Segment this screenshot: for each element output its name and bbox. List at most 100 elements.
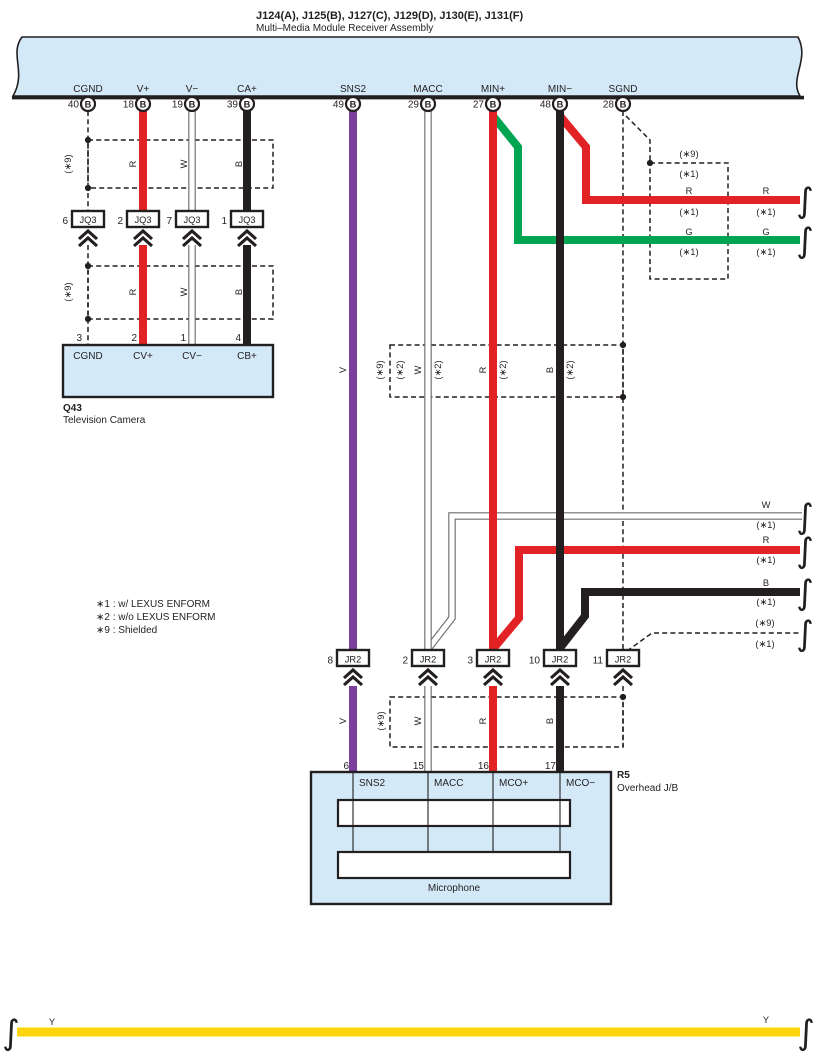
break-icon: ∫ xyxy=(797,1013,815,1053)
jr2-pin-number: 2 xyxy=(402,656,408,667)
break-icon: ∫ xyxy=(796,531,814,571)
camera-pin-number: 3 xyxy=(76,333,82,344)
right-top-wire-labels: (∗9) (∗1) R (∗1) G (∗1) R (∗1) G (∗1) xyxy=(679,149,775,257)
svg-text:W: W xyxy=(762,500,771,510)
break-icon: ∫ xyxy=(796,497,814,537)
receiver-assembly-banner xyxy=(11,36,803,97)
svg-text:R: R xyxy=(128,288,138,295)
camera-pin-name: CV+ xyxy=(133,351,153,362)
notes: ∗1 : w/ LEXUS ENFORM ∗2 : w/o LEXUS ENFO… xyxy=(96,599,216,636)
svg-text:W: W xyxy=(179,287,189,296)
svg-text:W: W xyxy=(179,159,189,168)
svg-text:(∗9): (∗9) xyxy=(375,360,385,379)
pin-name: CGND xyxy=(73,84,102,95)
svg-text:(∗1): (∗1) xyxy=(756,597,775,607)
jr2-label: JR2 xyxy=(552,655,569,665)
pin-name: MIN+ xyxy=(481,84,505,95)
jq3-pin-number: 7 xyxy=(166,216,172,227)
jr2-pin-number: 8 xyxy=(327,656,333,667)
pin-letter: B xyxy=(350,100,357,110)
jb-name: Overhead J/B xyxy=(617,783,678,794)
jq3-label: JQ3 xyxy=(238,215,255,225)
svg-text:(∗1): (∗1) xyxy=(756,555,775,565)
pin-name: CA+ xyxy=(237,84,257,95)
jq3-label: JQ3 xyxy=(134,215,151,225)
wire-branch-red-bottom xyxy=(489,546,800,652)
junction-dots xyxy=(84,136,654,701)
pin-number: 28 xyxy=(603,100,615,111)
jq3-pin-number: 6 xyxy=(62,216,68,227)
wire-branch-green xyxy=(489,113,800,244)
pin-number: 18 xyxy=(123,100,135,111)
pin-letter: B xyxy=(490,100,497,110)
break-icon: ∫ xyxy=(796,614,814,654)
wire-branch-red-top xyxy=(556,113,800,204)
chevron-up-icon xyxy=(342,667,634,687)
svg-text:(∗1): (∗1) xyxy=(679,207,698,217)
jr2-label: JR2 xyxy=(420,655,437,665)
svg-text:R: R xyxy=(763,535,770,545)
jb-id: R5 xyxy=(617,770,630,781)
jq3-pin-number: 1 xyxy=(221,216,227,227)
svg-text:R: R xyxy=(128,160,138,167)
jr2-label: JR2 xyxy=(615,655,632,665)
jr2-label: JR2 xyxy=(345,655,362,665)
wire-y-label: Y xyxy=(763,1015,769,1025)
camera-pin-name: CGND xyxy=(73,351,102,362)
chevron-up-icon xyxy=(77,228,258,248)
pin-letter: B xyxy=(189,100,196,110)
camera-pin-number: 1 xyxy=(180,333,186,344)
break-icon: ∫ xyxy=(796,221,814,261)
svg-text:(∗2): (∗2) xyxy=(395,360,405,379)
connector-jr2-row: JR2 JR2 JR2 JR2 JR2 8 2 3 10 11 xyxy=(327,648,641,687)
pin-letter: B xyxy=(85,100,92,110)
pin-number: 49 xyxy=(333,100,345,111)
pin-number: 27 xyxy=(473,100,485,111)
assembly-name: Multi–Media Module Receiver Assembly xyxy=(256,23,433,34)
wire-y-label: Y xyxy=(49,1017,55,1027)
svg-text:G: G xyxy=(685,227,692,237)
svg-text:(∗1): (∗1) xyxy=(755,639,774,649)
pin-letter: B xyxy=(557,100,564,110)
camera-pin-number: 4 xyxy=(235,333,241,344)
jr2-pin-number: 3 xyxy=(467,656,473,667)
jb-pin-number: 15 xyxy=(413,761,425,772)
pin-number: 40 xyxy=(68,100,80,111)
pin-letter: B xyxy=(620,100,627,110)
pin-number: 19 xyxy=(172,100,184,111)
svg-text:W: W xyxy=(413,716,423,725)
wire-branch-white xyxy=(425,512,803,652)
note-line: ∗9 : Shielded xyxy=(96,625,157,636)
jq3-label: JQ3 xyxy=(79,215,96,225)
svg-text:(∗1): (∗1) xyxy=(756,207,775,217)
svg-text:B: B xyxy=(234,161,244,167)
pin-name: V+ xyxy=(137,84,150,95)
svg-text:R: R xyxy=(478,366,488,373)
pin-letter: B xyxy=(244,100,251,110)
note-line: ∗2 : w/o LEXUS ENFORM xyxy=(96,612,216,623)
pin-name: SGND xyxy=(609,84,638,95)
jq3-label: JQ3 xyxy=(183,215,200,225)
pin-name: MACC xyxy=(413,84,442,95)
jb-pin-number: 17 xyxy=(545,761,557,772)
jr2-pin-number: 11 xyxy=(593,656,604,667)
wire-color-labels: (∗9) R W B (∗9) R W B V (∗9) (∗2) W (∗2)… xyxy=(63,154,575,730)
pin-number: 39 xyxy=(227,100,239,111)
svg-text:(∗1): (∗1) xyxy=(756,520,775,530)
pin-letter: B xyxy=(140,100,147,110)
svg-text:(∗9): (∗9) xyxy=(376,711,386,730)
jr2-pin-number: 10 xyxy=(529,656,541,667)
pin-name: V− xyxy=(186,84,199,95)
camera-pin-name: CB+ xyxy=(237,351,257,362)
overhead-jb-box: Microphone 6 15 16 17 SNS2 MACC MCO+ MCO… xyxy=(309,761,678,906)
assembly-codes: J124(A), J125(B), J127(C), J129(D), J130… xyxy=(256,10,524,22)
svg-text:R: R xyxy=(763,186,770,196)
svg-text:B: B xyxy=(763,578,769,588)
svg-text:B: B xyxy=(545,718,555,724)
svg-text:V: V xyxy=(338,366,348,373)
svg-text:(∗2): (∗2) xyxy=(498,360,508,379)
jb-inner-label: Microphone xyxy=(428,883,481,894)
svg-text:R: R xyxy=(686,186,693,196)
pin-number: 29 xyxy=(408,100,420,111)
